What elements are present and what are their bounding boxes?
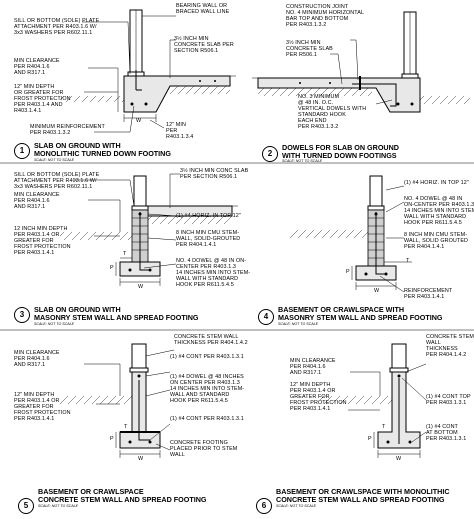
d3-t-label: T [123, 251, 127, 257]
d6-cont-top-label: (1) #4 CONT TOP PER R403.1.3.1 [426, 394, 471, 406]
d5-stem-label: CONCRETE STEM WALL THICKNESS PER R404.1.… [174, 334, 248, 346]
d3-w-label: W [138, 284, 144, 290]
d6-depth-label: 12" MIN DEPTH PER R403.1.4 OR GREATER FO… [290, 382, 347, 412]
d6-detail-number: 6 [256, 498, 272, 514]
d2-detail-number: 2 [262, 146, 278, 162]
d2-scale: SCALE: NOT TO SCALE [282, 159, 323, 163]
detail-6-graphic [320, 343, 427, 458]
d6-scale: SCALE: NOT TO SCALE [276, 504, 317, 508]
d5-footing-label: CONCRETE FOOTING PLACED PRIOR TO STEM WA… [170, 440, 238, 458]
d5-cont2-label: (1) #4 CONT PER R403.1.3.1 [170, 416, 244, 422]
d4-scale: SCALE: NOT TO SCALE [278, 322, 319, 326]
detail-5-graphic [60, 343, 175, 458]
d5-depth-label: 12" MIN DEPTH PER R403.1.4 OR GREATER FO… [14, 392, 71, 422]
d5-cont-label: (1) #4 CONT PER R403.1.3.1 [170, 354, 244, 360]
d4-dowel-label: NO. 4 DOWEL @ 48 IN ON-CENTER PER R403.1… [404, 196, 474, 226]
d3-cmu-label: 8 INCH MIN CMU STEM- WALL, SOLID-GROUTED… [176, 230, 241, 248]
d4-reinf-label: REINFORCEMENT PER R403.1.4.1 [404, 288, 453, 300]
d1-scale: SCALE: NOT TO SCALE [34, 158, 75, 162]
d5-w-label: W [138, 456, 144, 462]
d3-depth-label: 12 INCH MIN DEPTH PER R403.1.4 OR GREATE… [14, 226, 71, 256]
detail-1-graphic [60, 9, 236, 133]
d5-detail-number: 5 [18, 498, 34, 514]
d3-scale: SCALE: NOT TO SCALE [34, 322, 75, 326]
d1-clearance-label: MIN CLEARANCE PER R404.1.6 AND R317.1 [14, 58, 60, 76]
d2-joint-label: CONSTRUCTION JOINT NO. 4 MINIMUM HORIZON… [286, 4, 365, 28]
d1-slab-label: 3½ INCH MIN CONCRETE SLAB PER SECTION R5… [174, 36, 234, 54]
d1-depth-label: 12" MIN DEPTH OR GREATER FOR FROST PROTE… [14, 84, 71, 114]
d4-p-label: P [346, 269, 350, 275]
d3-horiz-label: (1) #4 HORIZ. IN TOP 12" [176, 213, 241, 219]
d3-clearance-label: MIN CLEARANCE PER R404.1.6 AND R317.1 [14, 192, 60, 210]
detail-2-graphic [252, 11, 470, 113]
d1-sill-plate-label: SILL OR BOTTOM (SOLE) PLATE ATTACHMENT P… [14, 18, 100, 36]
d3-dowel-label: NO. 4 DOWEL @ 48 IN ON- CENTER PER R403.… [176, 258, 251, 288]
d1-bearing-wall-label: BEARING WALL OR BRACED WALL LINE [176, 3, 230, 15]
d5-dowel-label: (1) #4 DOWEL @ 48 INCHES ON CENTER PER R… [170, 374, 245, 404]
d1-detail-number: 1 [14, 143, 30, 159]
d1-w-label: W [136, 118, 142, 124]
d1-min-12-label: 12" MIN PER R403.1.3.4 [166, 122, 194, 140]
d6-caption: BASEMENT OR CRAWLSPACE WITH MONOLITHIC C… [276, 487, 450, 504]
d6-clearance-label: MIN CLEARANCE PER R404.1.6 AND R317.1 [290, 358, 336, 376]
d2-slab-label: 3½ INCH MIN CONCRETE SLAB PER R506.1 [286, 40, 333, 58]
d6-p-label: P [368, 436, 372, 442]
d4-horiz-label: (1) #4 HORIZ. IN TOP 12" [404, 180, 469, 186]
d5-clearance-label: MIN CLEARANCE PER R404.1.6 AND R317.1 [14, 350, 60, 368]
d6-t-label: T [382, 424, 386, 430]
d3-p-label: P [110, 265, 114, 271]
d4-w-label: W [374, 288, 380, 294]
d5-scale: SCALE: NOT TO SCALE [38, 504, 79, 508]
d4-cmu-label: 8 INCH MIN CMU STEM- WALL, SOLID GROUTED… [404, 232, 469, 250]
d2-dowels-label: NO. 3 MINIMUM @ 48 IN. O.C. VERTICAL DOW… [298, 94, 367, 130]
d4-t-label: T [406, 258, 410, 264]
d3-detail-number: 3 [14, 307, 30, 323]
d3-slab-label: 3½ INCH MIN CONC SLAB PER SECTION R506.1 [180, 168, 249, 180]
d2-caption: DOWELS FOR SLAB ON GROUND WITH TURNED DO… [282, 143, 399, 160]
d5-p-label: P [110, 436, 114, 442]
d5-t-label: T [124, 424, 128, 430]
detail-3-graphic [60, 173, 238, 286]
d1-caption: SLAB ON GROUND WITH MONOLITHIC TURNED DO… [34, 141, 171, 158]
d1-reinforcement-label: MINIMUM REINFORCEMENT PER R403.1.3.2 [30, 124, 105, 136]
d4-detail-number: 4 [258, 309, 274, 325]
d5-caption: BASEMENT OR CRAWLSPACE CONCRETE STEM WAL… [38, 487, 207, 504]
d6-stem-label: CONCRETE STEM WALL THICKNESS PER R404.1.… [426, 334, 474, 358]
d6-cont-bottom-label: (1) #4 CONT AT BOTTOM PER R403.1.3.1 [426, 424, 467, 442]
d3-caption: SLAB ON GROUND WITH MASONRY STEM WALL AN… [34, 305, 199, 322]
d6-w-label: W [396, 456, 402, 462]
d3-sill-plate-label: SILL OR BOTTOM (SOLE) PLATE ATTACHMENT P… [14, 172, 100, 190]
detail-4-graphic [290, 175, 412, 293]
d4-caption: BASEMENT OR CRAWLSPACE WITH MASONRY STEM… [278, 305, 443, 322]
